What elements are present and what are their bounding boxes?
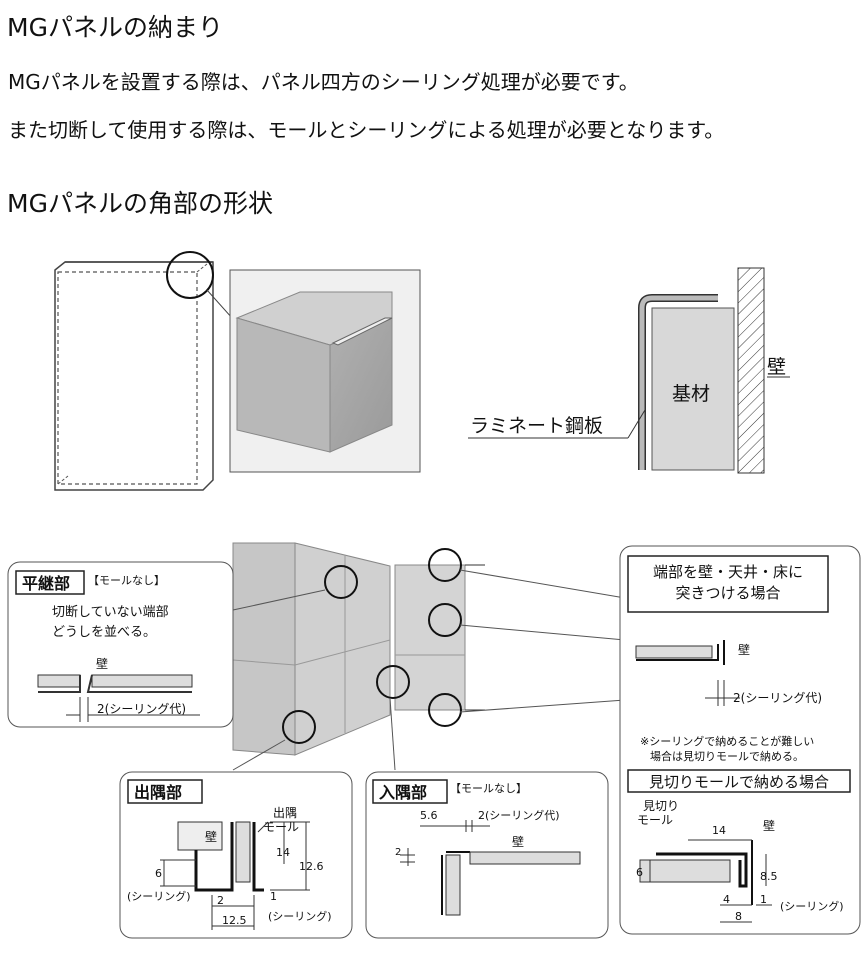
intro-paragraph-2: また切断して使用する際は、モールとシーリングによる処理が必要となります。 — [8, 118, 725, 142]
base-material-label: 基材 — [672, 383, 710, 405]
outside-corner-seal-right: (シーリング) — [268, 909, 332, 923]
outside-corner-wall: 壁 — [205, 829, 217, 844]
end-part-dim: 2(シーリング代) — [733, 691, 822, 705]
outside-corner-box — [119, 771, 353, 939]
outside-corner-mold2: モール — [263, 820, 299, 834]
inside-corner-note: 【モールなし】 — [450, 782, 527, 795]
inside-corner-wall: 壁 — [512, 834, 524, 849]
flat-joint-dim: 2(シーリング代) — [97, 702, 186, 716]
end-part-title1: 端部を壁・天井・床に — [653, 563, 803, 581]
end-part-d1: 1 — [760, 893, 767, 906]
end-part-wall: 壁 — [738, 642, 750, 657]
page-title: MGパネルの納まり — [7, 13, 223, 42]
section-title: MGパネルの角部の形状 — [7, 189, 273, 218]
outside-corner-mold1: 出隅 — [273, 806, 297, 820]
end-part-seal: (シーリング) — [780, 899, 844, 913]
inside-corner-title: 入隅部 — [379, 783, 427, 802]
end-part-d4: 4 — [723, 893, 730, 906]
end-part-note2: 場合は見切りモールで納める。 — [650, 749, 804, 763]
end-part-mold1: 見切り — [643, 799, 679, 813]
outside-corner-d12-5: 12.5 — [222, 914, 247, 927]
intro-paragraph-1: MGパネルを設置する際は、パネル四方のシーリング処理が必要です。 — [8, 70, 639, 94]
end-part-d8: 8 — [735, 910, 742, 923]
laminate-section-diagram — [468, 267, 790, 474]
flat-joint-title: 平継部 — [22, 574, 70, 593]
outside-corner-d1: 1 — [270, 890, 277, 903]
end-part-note1: ※シーリングで納めることが難しい — [640, 734, 814, 748]
end-part-mold2: モール — [637, 813, 673, 827]
corner-highlight-circle — [166, 251, 214, 299]
panel-wall-illustration — [232, 542, 626, 771]
end-part-d14: 14 — [712, 824, 726, 837]
end-part-d6: 6 — [636, 866, 643, 879]
inside-corner-box — [365, 771, 609, 939]
corner-zoom-box — [229, 269, 421, 473]
flat-joint-desc1: 切断していない端部 — [52, 605, 169, 620]
inside-corner-d2: 2 — [395, 847, 401, 858]
end-part-box — [619, 545, 861, 935]
flat-joint-wall-label: 壁 — [96, 656, 108, 671]
outside-corner-d14: 14 — [276, 846, 290, 859]
end-part-title2: 突きつける場合 — [675, 584, 780, 602]
end-part-d8-5: 8.5 — [760, 870, 778, 883]
outside-corner-d6: 6 — [155, 867, 162, 880]
outside-corner-seal-left: (シーリング) — [127, 889, 191, 903]
panel-outline-diagram — [54, 251, 233, 491]
end-part-wall2: 壁 — [763, 818, 775, 833]
laminate-steel-label: ラミネート鋼板 — [470, 415, 603, 437]
outside-corner-title: 出隅部 — [134, 783, 182, 802]
wall-label: 壁 — [767, 356, 786, 378]
flat-joint-note: 【モールなし】 — [88, 574, 165, 587]
inside-corner-dim: 2(シーリング代) — [478, 808, 560, 822]
outside-corner-d2: 2 — [217, 894, 224, 907]
flat-joint-desc2: どうしを並べる。 — [52, 625, 156, 640]
outside-corner-d12-6: 12.6 — [299, 860, 324, 873]
end-part-subtitle: 見切りモールで納める場合 — [649, 773, 829, 791]
inside-corner-d5-6: 5.6 — [420, 809, 438, 822]
flat-joint-box — [7, 561, 234, 728]
